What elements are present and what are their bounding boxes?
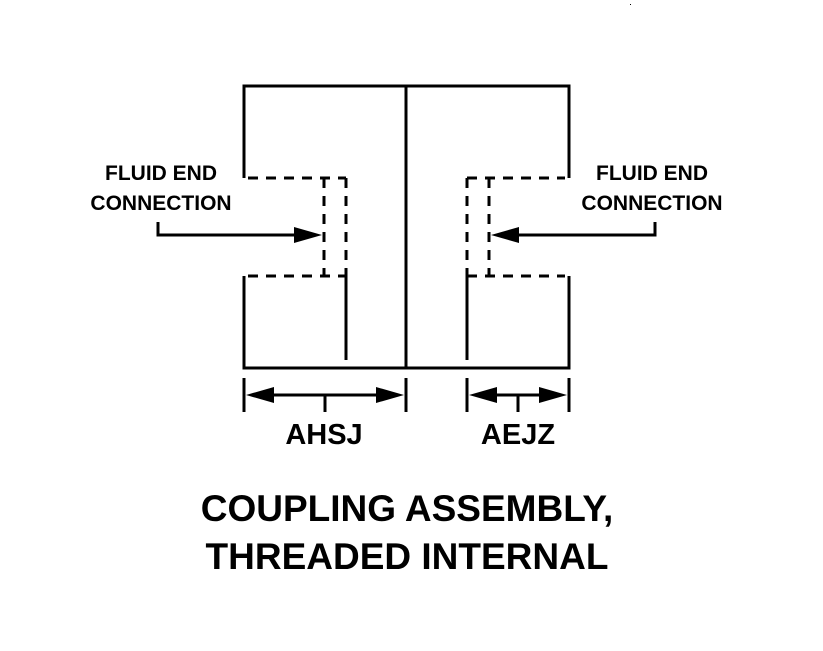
- dimension-right: [465, 378, 571, 412]
- dimension-left: [242, 378, 408, 412]
- left-arrowhead-icon: [294, 227, 322, 243]
- right-callout-line2: CONNECTION: [581, 192, 722, 215]
- coupling-body: [242, 84, 571, 370]
- left-bore-hidden-lines: [248, 176, 348, 278]
- title-line-2: THREADED INTERNAL: [206, 536, 609, 577]
- left-leader-arrow: [156, 222, 322, 243]
- dimension-label-aejz: AEJZ: [481, 419, 555, 451]
- left-callout-line2: CONNECTION: [90, 192, 231, 215]
- right-leader-arrow: [491, 222, 657, 243]
- dim-right-arrowhead-icon: [539, 387, 567, 403]
- dim-left-arrowhead-icon: [376, 387, 404, 403]
- left-callout-line1: FLUID END: [105, 162, 217, 185]
- right-arrowhead-icon: [491, 227, 519, 243]
- dim-left-arrowhead-icon: [246, 387, 274, 403]
- stray-dot: [630, 4, 631, 5]
- right-callout-line1: FLUID END: [596, 162, 708, 185]
- right-bore-hidden-lines: [465, 176, 565, 278]
- title-line-1: COUPLING ASSEMBLY,: [201, 488, 614, 529]
- dimension-label-ahsj: AHSJ: [285, 419, 362, 451]
- dim-right-arrowhead-icon: [469, 387, 497, 403]
